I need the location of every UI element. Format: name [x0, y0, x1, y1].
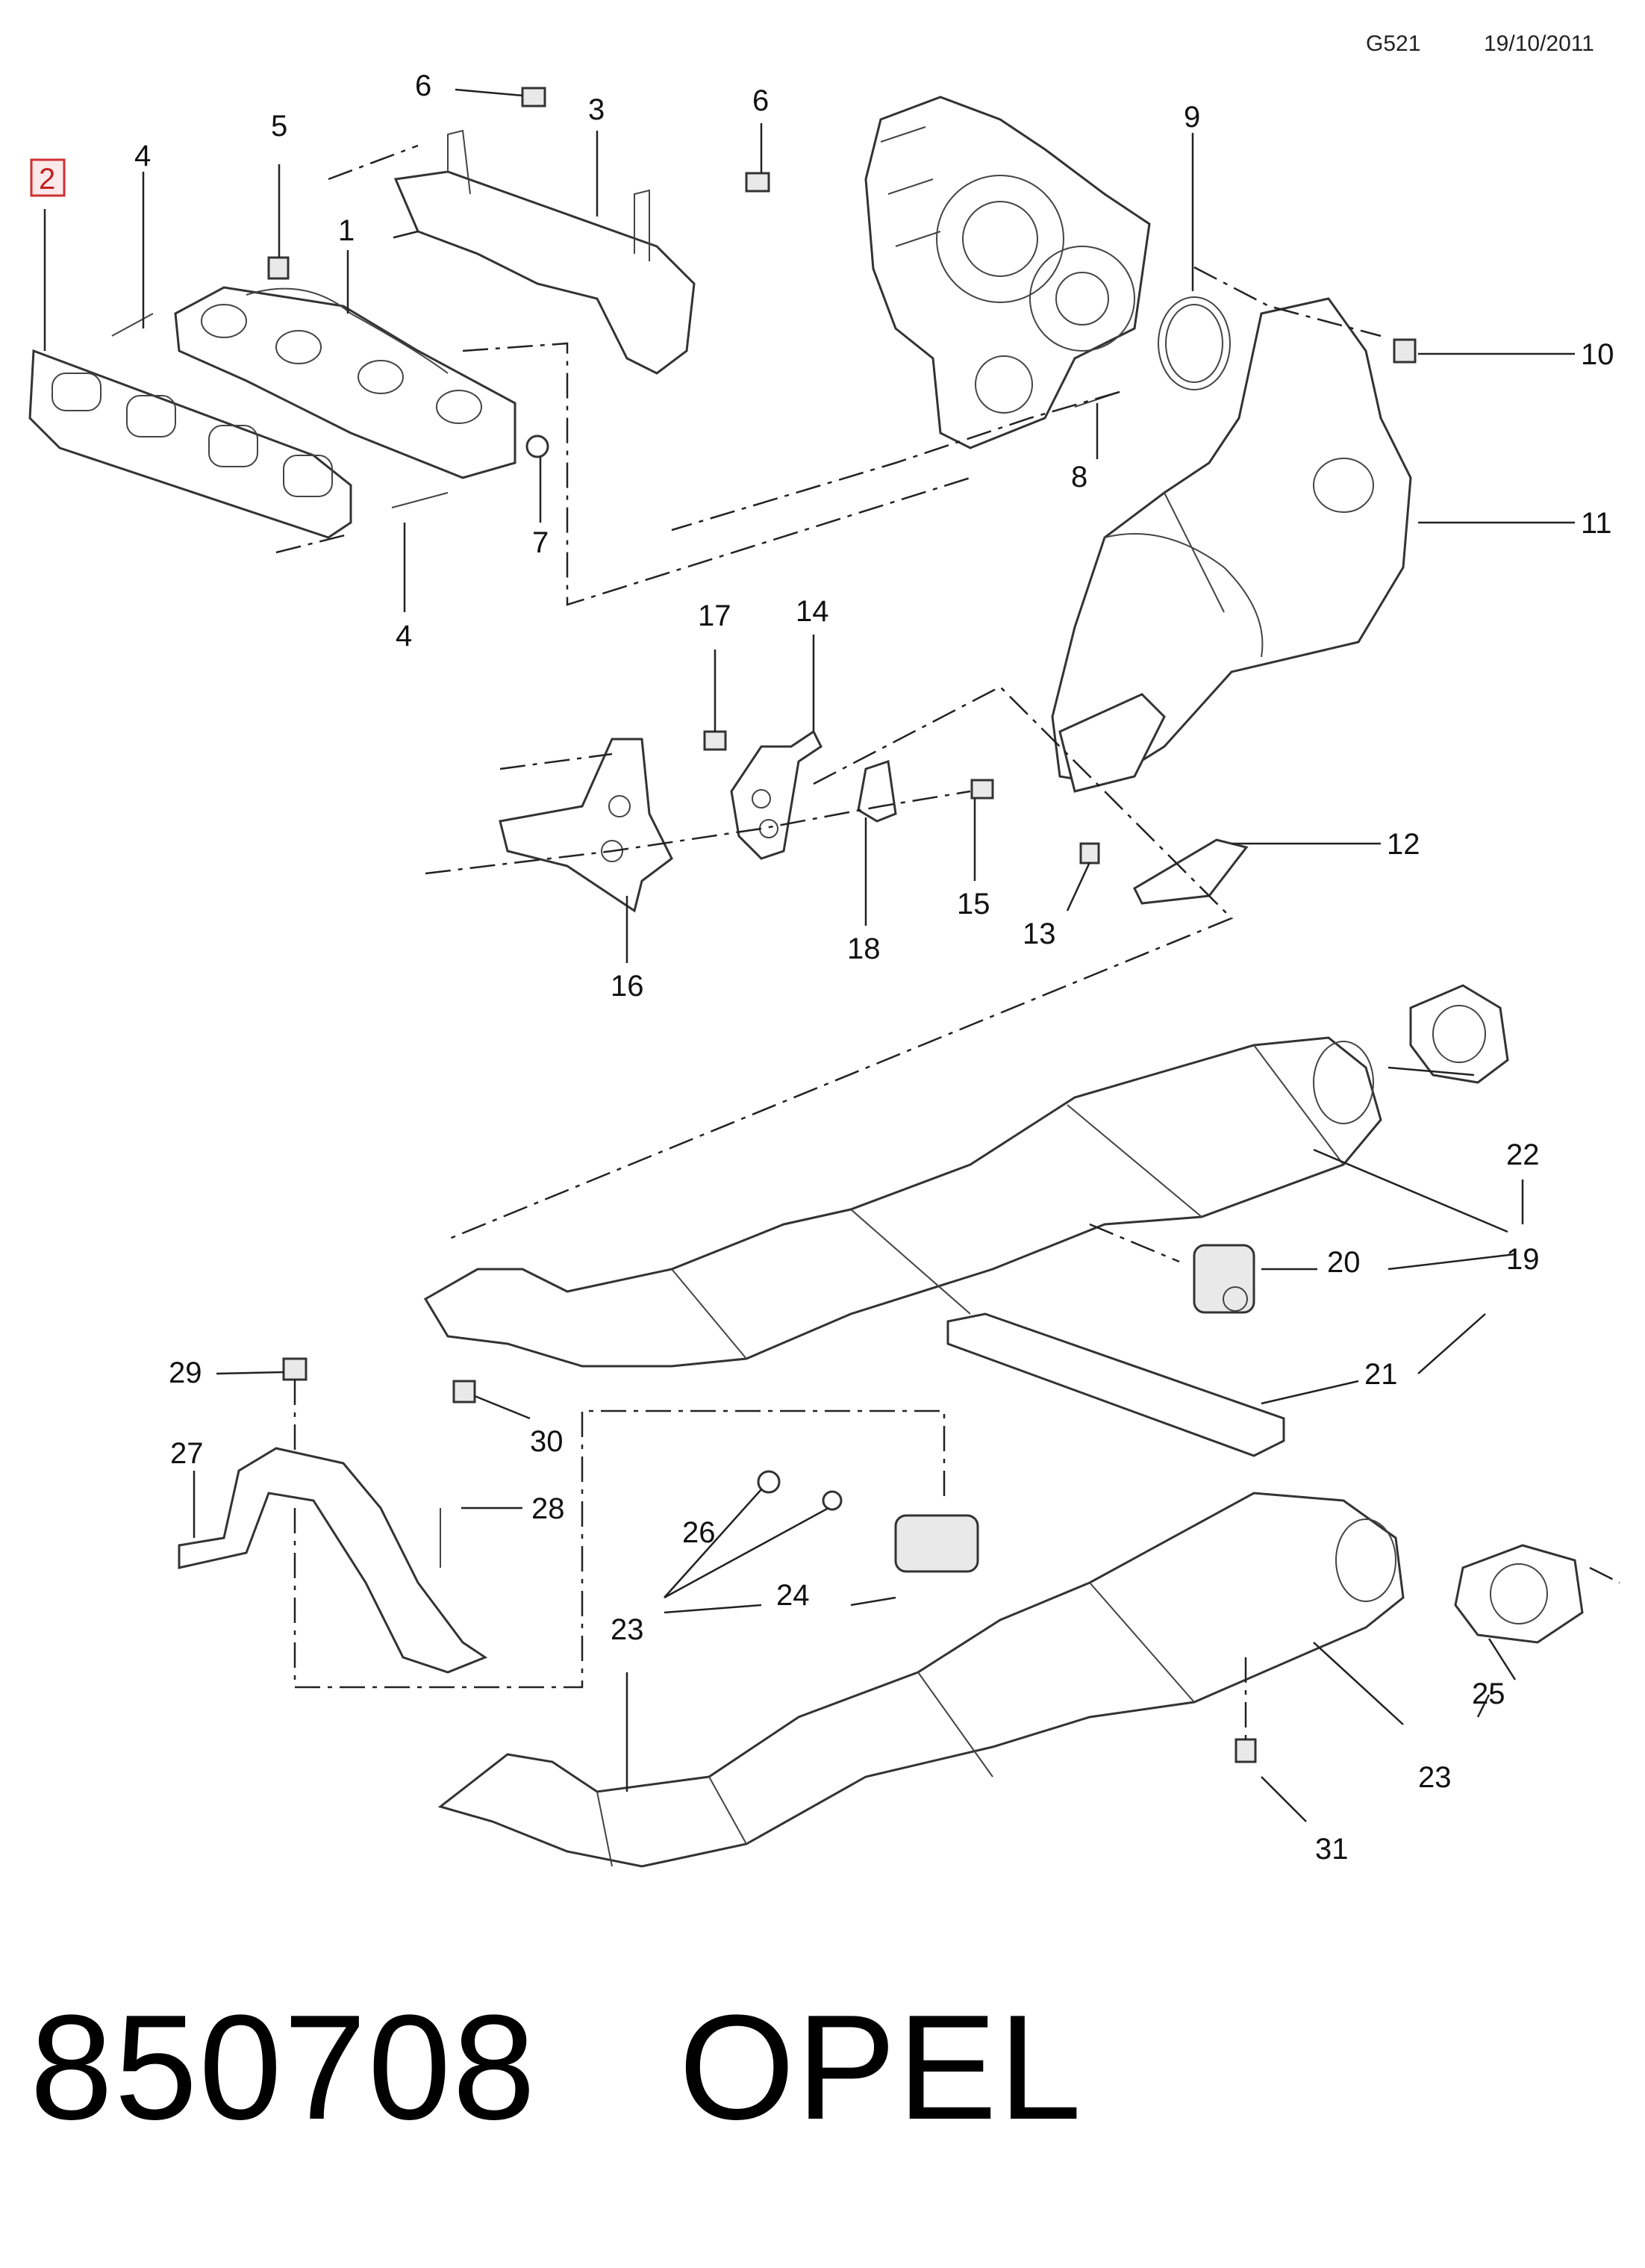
- highlighted-callout-box[interactable]: [30, 158, 66, 197]
- callout-19[interactable]: 19: [1506, 1243, 1540, 1276]
- callout-3[interactable]: 3: [588, 93, 605, 126]
- callout-2[interactable]: 2: [39, 163, 55, 196]
- nut-30: [452, 1380, 476, 1404]
- catalytic-converter: [1051, 297, 1412, 793]
- callout-17[interactable]: 17: [698, 599, 731, 632]
- callout-22[interactable]: 22: [1506, 1138, 1540, 1171]
- nut-26: [757, 1470, 781, 1494]
- bracket-21: [946, 1312, 1285, 1457]
- callout-15[interactable]: 15: [957, 888, 990, 920]
- callout-16[interactable]: 16: [611, 970, 644, 1003]
- stud-upper: [111, 313, 154, 337]
- nut-29: [282, 1357, 308, 1381]
- callout-4-bottom[interactable]: 4: [396, 620, 412, 652]
- callout-13[interactable]: 13: [1023, 918, 1056, 950]
- callout-10[interactable]: 10: [1581, 338, 1614, 371]
- gasket-25: [1454, 1544, 1584, 1644]
- callout-31[interactable]: 31: [1315, 1833, 1349, 1866]
- callout-21[interactable]: 21: [1364, 1358, 1398, 1391]
- diagram-date: 19/10/2011: [1484, 31, 1594, 56]
- exhaust-manifold: [174, 286, 516, 479]
- callout-8[interactable]: 8: [1071, 461, 1087, 493]
- bracket-16: [499, 738, 673, 913]
- front-pipe-assembly: [423, 1036, 1382, 1368]
- callout-6-right[interactable]: 6: [752, 84, 769, 117]
- callout-9[interactable]: 9: [1184, 101, 1200, 134]
- rubber-mount-24: [894, 1514, 979, 1573]
- callout-20[interactable]: 20: [1327, 1246, 1361, 1279]
- nut-10: [1393, 338, 1417, 364]
- callout-14[interactable]: 14: [796, 595, 829, 628]
- bracket-14: [730, 729, 822, 860]
- manifold-gasket: [28, 349, 352, 539]
- callout-30[interactable]: 30: [530, 1425, 564, 1458]
- callout-1[interactable]: 1: [338, 214, 355, 247]
- callout-24[interactable]: 24: [776, 1579, 810, 1612]
- brand-name: OPEL: [678, 1984, 1083, 2151]
- callout-29[interactable]: 29: [169, 1356, 202, 1389]
- callout-7[interactable]: 7: [532, 526, 549, 559]
- part-number: 850708: [30, 1984, 537, 2151]
- nut-13: [1079, 842, 1100, 864]
- callout-6-left[interactable]: 6: [415, 69, 431, 102]
- bolt-6-upper: [521, 87, 546, 108]
- rubber-mount-20: [1193, 1244, 1255, 1314]
- callout-25[interactable]: 25: [1472, 1677, 1505, 1710]
- nut-5: [267, 256, 290, 280]
- callout-12[interactable]: 12: [1387, 828, 1420, 861]
- bolt-6-right: [745, 172, 770, 193]
- bolt-17: [703, 730, 727, 751]
- footer-caption: 850708 OPEL: [30, 1986, 1083, 2150]
- gasket-12: [1133, 838, 1249, 905]
- callout-5[interactable]: 5: [271, 110, 287, 143]
- washer-7: [525, 434, 549, 458]
- manifold-heat-shield: [393, 129, 696, 375]
- diagram-code: G521: [1366, 31, 1420, 56]
- turbocharger: [864, 96, 1151, 449]
- rear-pipe-assembly: [437, 1492, 1405, 1868]
- callout-28[interactable]: 28: [531, 1492, 565, 1525]
- callout-26[interactable]: 26: [682, 1516, 716, 1549]
- bolt-31: [1234, 1738, 1257, 1763]
- callout-23-left[interactable]: 23: [611, 1613, 644, 1646]
- callout-23-right[interactable]: 23: [1418, 1761, 1452, 1794]
- callout-27[interactable]: 27: [170, 1437, 204, 1470]
- gasket-22: [1409, 984, 1509, 1084]
- callout-11[interactable]: 11: [1581, 507, 1612, 540]
- plate-18: [857, 760, 897, 823]
- callout-4-top[interactable]: 4: [134, 140, 151, 172]
- callout-18[interactable]: 18: [847, 932, 881, 965]
- support-strap-27: [178, 1447, 488, 1674]
- washer-23: [822, 1490, 843, 1511]
- bolt-15: [970, 779, 994, 800]
- stud-lower: [391, 492, 449, 508]
- o-ring-9: [1158, 296, 1231, 390]
